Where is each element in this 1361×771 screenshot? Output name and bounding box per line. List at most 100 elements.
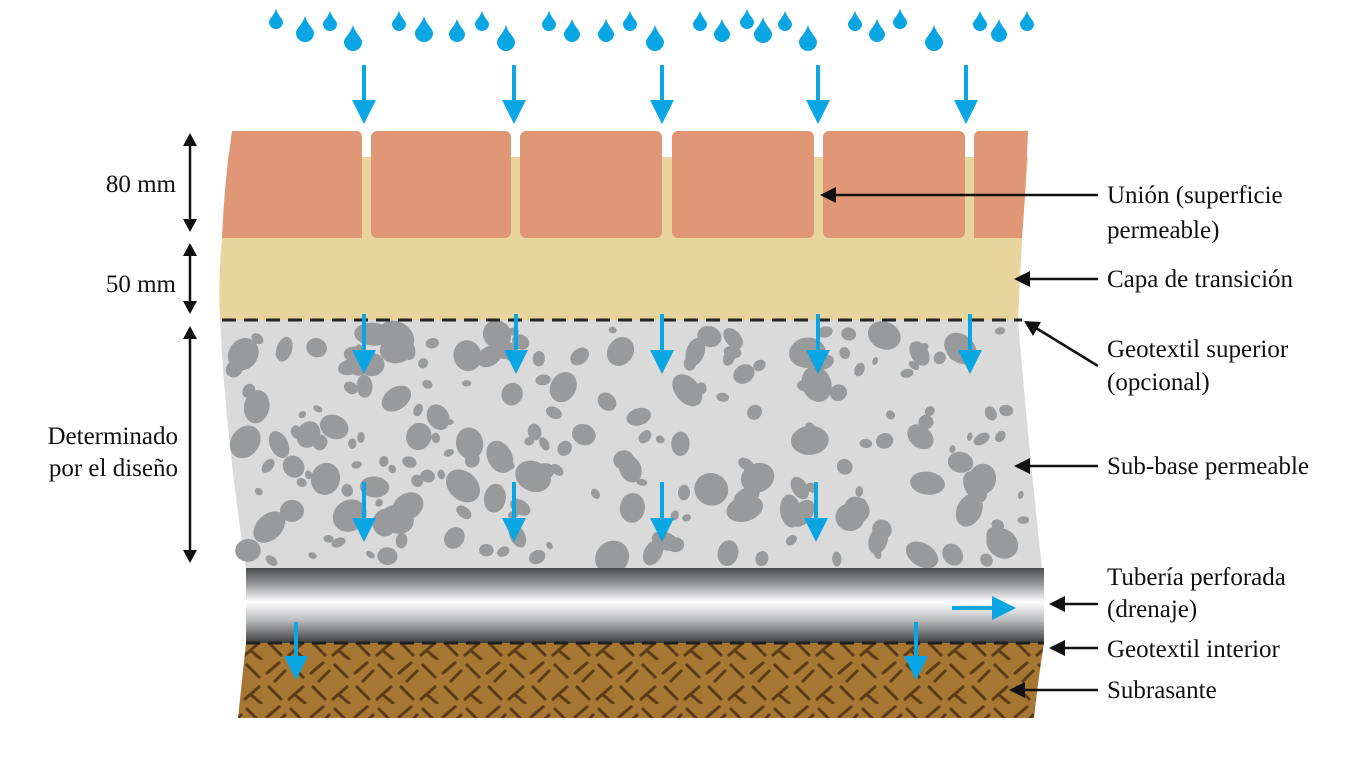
aggregate-stone: [242, 383, 256, 398]
aggregate-stone: [497, 546, 510, 557]
aggregate-stone: [999, 404, 1014, 417]
aggregate-stone: [418, 358, 429, 369]
aggregate-stone: [790, 476, 809, 500]
aggregate-stone: [1017, 516, 1030, 524]
rain-drop-icon: [449, 18, 465, 42]
aggregate-stone: [790, 425, 829, 455]
rain-drop-icon: [973, 10, 987, 31]
rain-drop-icon: [564, 18, 580, 42]
aggregate-stone: [305, 470, 313, 480]
aggregate-stone: [501, 459, 515, 470]
aggregate-stone: [549, 372, 577, 403]
aggregate-stone: [453, 340, 482, 372]
aggregate-stone: [1017, 490, 1024, 499]
aggregate-stone: [910, 471, 945, 495]
aggregate-stone: [557, 440, 572, 456]
aggregate-stone: [677, 484, 691, 501]
aggregate-stone: [351, 461, 362, 469]
aggregate-stone: [268, 431, 290, 459]
aggregate-stone: [908, 361, 920, 370]
aggregate-stone: [290, 425, 303, 439]
aggregate-stone: [482, 320, 512, 349]
aggregate-stone: [529, 549, 546, 565]
label-geotextile-bottom: Geotextil interior: [1107, 636, 1281, 663]
rain-drop-icon: [869, 18, 885, 42]
dim-bedding-label: 50 mm: [106, 271, 177, 298]
dimension-markers: [183, 133, 197, 563]
aggregate-stone: [905, 541, 939, 569]
leader-lines: [820, 187, 1099, 698]
aggregate-stone: [265, 555, 278, 566]
aggregate-stone: [341, 483, 353, 497]
aggregate-stone: [626, 407, 651, 426]
aggregate-stone: [805, 422, 815, 431]
rain-drop-icon: [754, 16, 772, 43]
aggregate-stone: [994, 327, 1006, 335]
aggregate-stone: [425, 337, 439, 349]
paver-brick: [371, 131, 511, 238]
aggregate-stone: [995, 430, 1006, 443]
aggregate-stone: [394, 333, 416, 360]
aggregate-stone: [379, 455, 389, 467]
aggregate-stone: [356, 374, 373, 398]
aggregate-stone: [275, 349, 286, 360]
label-geotextile-top-2: (opcional): [1107, 369, 1210, 396]
rain-drop-icon: [714, 18, 730, 42]
rain-drop-icon: [542, 10, 556, 31]
aggregate-stone: [872, 519, 892, 540]
aggregate-stone: [422, 379, 433, 389]
aggregate-stone: [282, 455, 305, 478]
aggregate-stone: [411, 474, 424, 487]
aggregate-stone: [483, 483, 506, 513]
aggregate-stone: [253, 511, 286, 543]
aggregate-stone: [949, 445, 956, 454]
label-geotextile-top-1: Geotextil superior: [1107, 336, 1289, 363]
aggregate-stone: [671, 431, 690, 456]
aggregate-stone: [348, 438, 357, 449]
aggregate-stone: [829, 384, 848, 402]
aggregate-stone: [968, 463, 997, 495]
rain-drop-icon: [740, 8, 754, 29]
aggregate-stone: [655, 435, 665, 444]
rain-drop-icon: [799, 24, 817, 51]
aggregate-stone: [986, 528, 1019, 559]
aggregate-stone: [733, 364, 755, 384]
rain-drop-icon: [893, 8, 907, 29]
aggregate-stone: [455, 427, 484, 460]
label-subbase: Sub-base permeable: [1107, 453, 1309, 480]
aggregate-stone: [227, 338, 259, 371]
aggregate-stone: [685, 351, 698, 364]
rain-drop-icon: [623, 10, 637, 31]
aggregate-stone: [854, 362, 865, 377]
aggregate-stone: [235, 538, 261, 562]
aggregate-stone: [243, 390, 270, 424]
aggregate-stone: [817, 326, 833, 338]
paver-brick: [974, 131, 1028, 238]
aggregate-stone: [694, 472, 729, 506]
aggregate-stone: [308, 552, 317, 559]
rain-drop-icon: [693, 10, 707, 31]
aggregate-stone: [966, 432, 973, 442]
aggregate-stone: [611, 350, 623, 363]
aggregate-stone: [254, 487, 263, 496]
aggregate-stone: [323, 534, 334, 543]
aggregate-stone: [527, 423, 542, 441]
aggregate-stone: [839, 347, 851, 359]
aggregate-stone: [570, 347, 589, 366]
subbase-aggregate: [225, 320, 1030, 575]
aggregate-stone: [726, 495, 763, 523]
aggregate-stone: [697, 325, 722, 348]
aggregate-stone: [984, 406, 997, 421]
aggregate-stone: [261, 458, 275, 473]
aggregate-stone: [229, 425, 261, 459]
aggregate-stone: [546, 541, 553, 550]
aggregate-stone: [312, 434, 328, 451]
aggregate-stone: [381, 385, 412, 412]
paver-brick: [222, 131, 362, 238]
label-subgrade: Subrasante: [1107, 677, 1217, 704]
aggregate-stone: [377, 547, 398, 566]
paver-brick: [823, 131, 965, 238]
aggregate-stone: [398, 504, 411, 519]
aggregate-stone: [437, 469, 446, 480]
subgrade-layer: [238, 643, 1044, 718]
